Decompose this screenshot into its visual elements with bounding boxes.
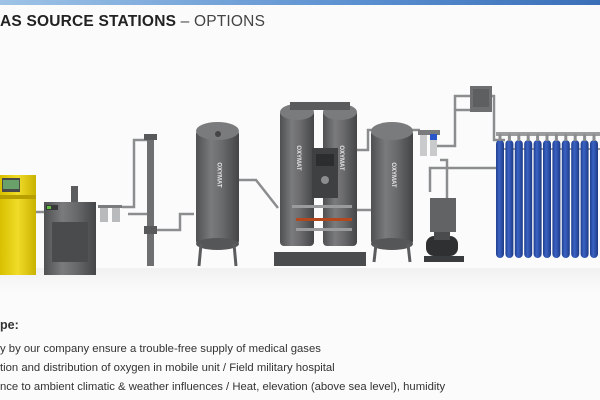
air-compressor-icon (0, 175, 36, 275)
gas-cylinder (514, 134, 523, 258)
gas-cylinder (561, 134, 570, 258)
brand-label-4: OXYMAT (390, 162, 396, 188)
gas-cylinder (552, 134, 561, 258)
booster-compressor-icon (424, 198, 464, 262)
scope-bullet-2: tion and distribution of oxygen in mobil… (0, 362, 335, 374)
oxygen-tank-icon (371, 122, 413, 263)
gas-cylinder (571, 134, 580, 258)
cylinder-bank-icon (496, 132, 600, 258)
air-tank-icon (196, 122, 239, 267)
filter-set-icon (418, 130, 440, 156)
gas-cylinder (580, 134, 589, 258)
oxygen-generator-icon (274, 102, 366, 266)
gas-cylinder (543, 134, 551, 258)
page-title-rest: – OPTIONS (176, 13, 266, 30)
brand-label-1: OXYMAT (216, 162, 222, 188)
gas-cylinder (533, 134, 542, 258)
page-title-bold: AS SOURCE STATIONS (0, 13, 177, 30)
top-accent-bar (0, 0, 600, 5)
equipment-illustration: OXYMAT OXYMAT OXYMAT OXYMAT (0, 86, 600, 275)
control-box-icon (470, 86, 492, 112)
gas-cylinder (590, 134, 598, 258)
gas-cylinder (505, 134, 514, 258)
brand-label-3: OXYMAT (338, 145, 344, 171)
page-title: AS SOURCE STATIONS – OPTIONS (0, 13, 265, 31)
scope-bullet-list: y by our company ensure a trouble-free s… (0, 340, 445, 397)
gas-cylinder (524, 134, 533, 258)
brand-label-2: OXYMAT (295, 145, 301, 171)
scope-bullet-1: y by our company ensure a trouble-free s… (0, 343, 321, 355)
filter-tower-icon (144, 134, 157, 266)
floor-shadow (0, 268, 600, 292)
cylinder-bank-rack (496, 134, 598, 258)
air-dryer-icon (44, 186, 122, 275)
scope-heading: pe: (0, 318, 19, 332)
scope-bullet-3: nce to ambient climatic & weather influe… (0, 381, 446, 393)
gas-cylinder (496, 134, 504, 258)
